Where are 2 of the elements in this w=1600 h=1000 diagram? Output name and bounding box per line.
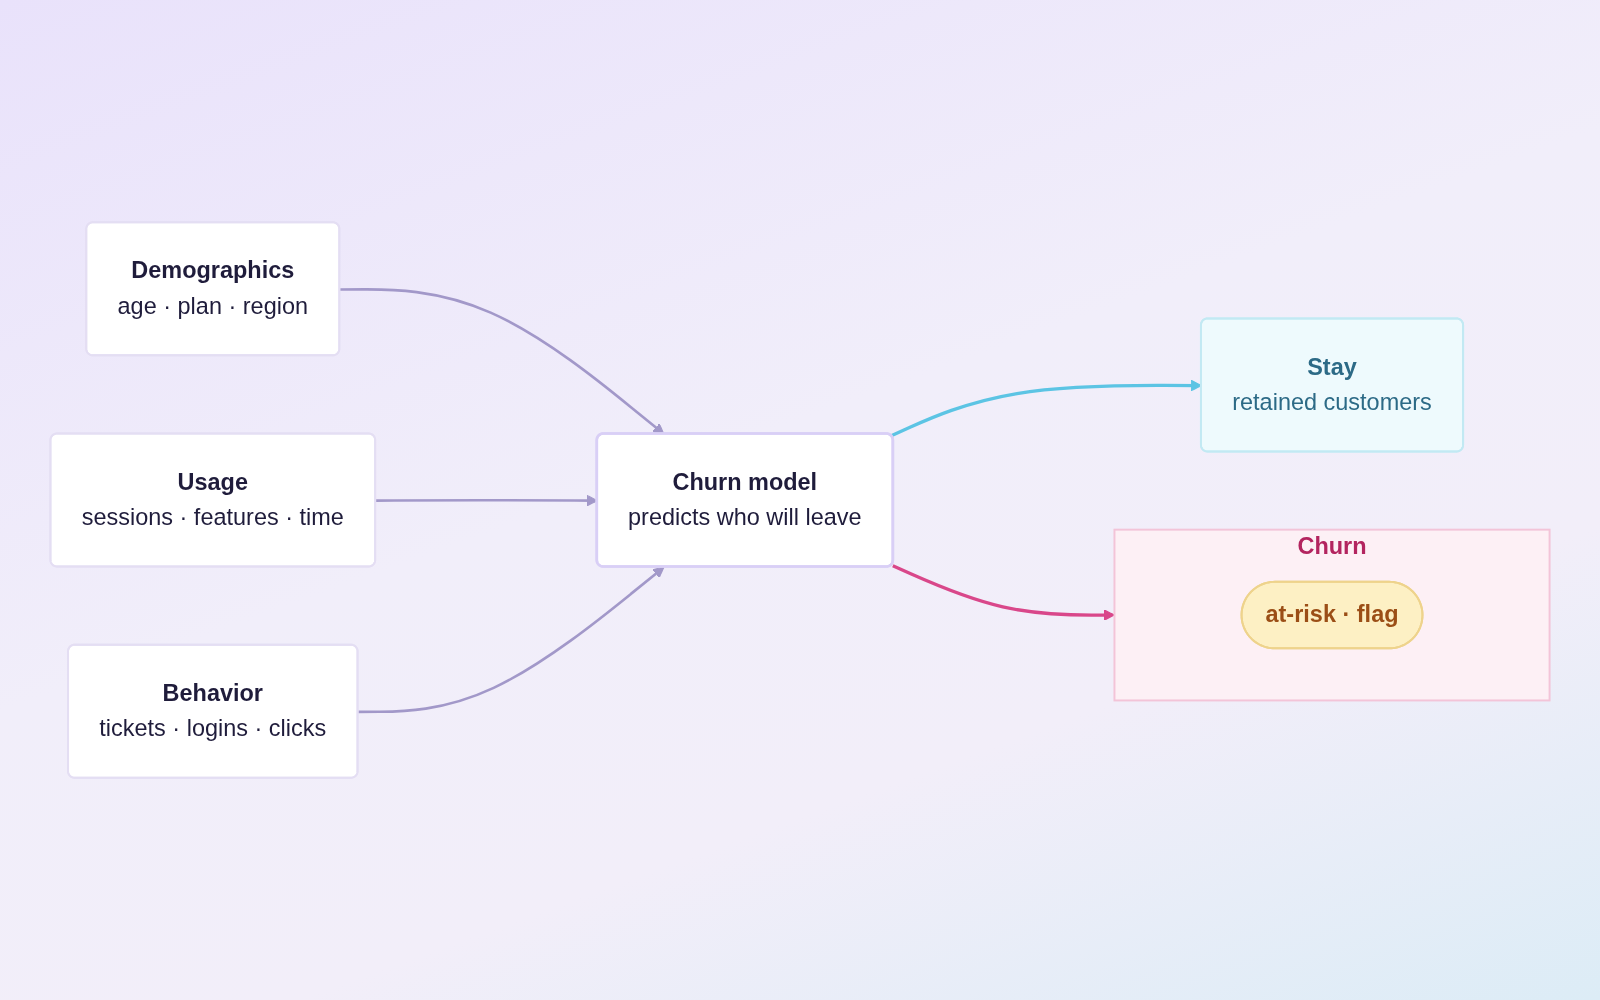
arrow	[892, 564, 1115, 621]
arrow	[358, 566, 665, 714]
